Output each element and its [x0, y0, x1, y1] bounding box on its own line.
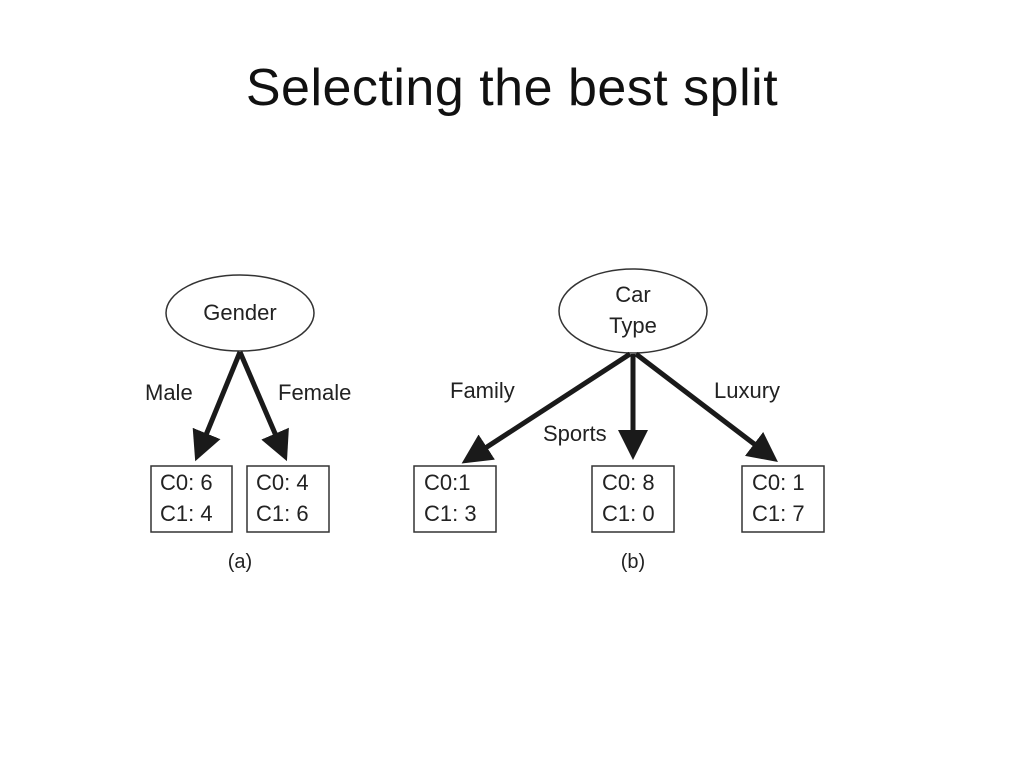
diagram-a: Gender Male Female C0: 6 C1: 4 C0: 4 C1:… [145, 274, 351, 573]
caption-b: (b) [621, 551, 645, 573]
family-edge [461, 351, 632, 464]
leaf-luxury: C0: 1 C1: 7 [741, 465, 825, 533]
leaf-c0: C0:1 [424, 470, 470, 495]
slide-title: Selecting the best split [245, 59, 779, 117]
family-edge-label: Family [450, 378, 515, 403]
leaf-c1: C1: 4 [160, 501, 213, 526]
female-edge [237, 351, 289, 462]
car-type-node [558, 268, 708, 354]
leaf-c1: C1: 7 [752, 501, 805, 526]
leaf-box [150, 465, 233, 533]
sports-edge-label: Sports [543, 421, 607, 446]
male-edge [192, 351, 243, 462]
gender-node-label: Gender [203, 300, 276, 325]
caption-a: (a) [228, 551, 252, 573]
leaf-c0: C0: 8 [602, 470, 655, 495]
luxury-edge [634, 352, 778, 463]
leaf-c0: C0: 1 [752, 470, 805, 495]
diagram-b: Car Type Family Sports Luxury C0:1 C1: 3… [413, 268, 825, 573]
leaf-c0: C0: 6 [160, 470, 213, 495]
leaf-male: C0: 6 C1: 4 [150, 465, 233, 533]
leaf-box [591, 465, 675, 533]
luxury-edge-label: Luxury [714, 378, 780, 403]
male-edge-label: Male [145, 380, 193, 405]
leaf-c1: C1: 6 [256, 501, 309, 526]
gender-node [165, 274, 315, 352]
leaf-c1: C1: 3 [424, 501, 477, 526]
car-type-node-label-line1: Car [615, 282, 650, 307]
leaf-box [741, 465, 825, 533]
female-edge-label: Female [278, 380, 351, 405]
leaf-family: C0:1 C1: 3 [413, 465, 497, 533]
leaf-box [246, 465, 330, 533]
leaf-c1: C1: 0 [602, 501, 655, 526]
leaf-box [413, 465, 497, 533]
leaf-sports: C0: 8 C1: 0 [591, 465, 675, 533]
car-type-node-label-line2: Type [609, 313, 657, 338]
leaf-female: C0: 4 C1: 6 [246, 465, 330, 533]
leaf-c0: C0: 4 [256, 470, 309, 495]
